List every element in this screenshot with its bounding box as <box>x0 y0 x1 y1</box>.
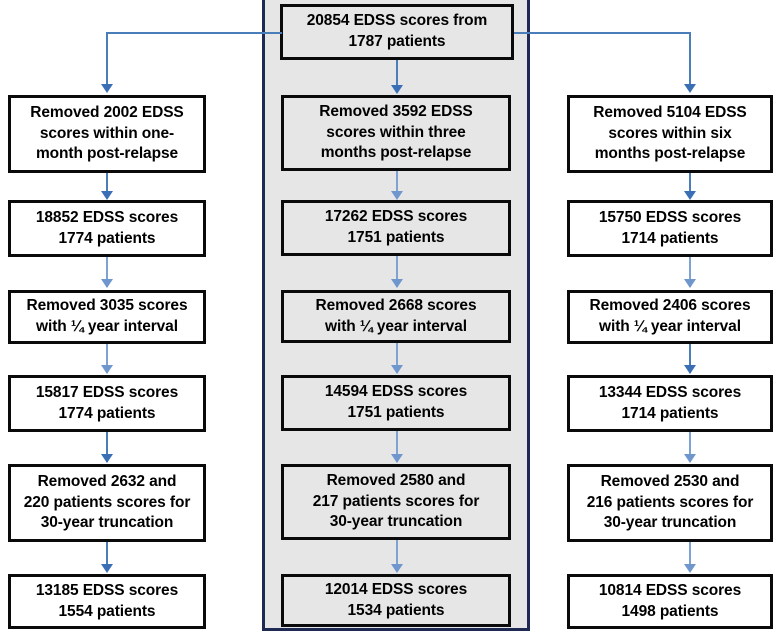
col0-step0-exclusion-node: Removed 2002 EDSS scores within one- mon… <box>8 95 206 173</box>
col2-step3-cohort-node: 13344 EDSS scores 1714 patients <box>567 375 773 432</box>
col0-step2-label: Removed 3035 scores with ¼ year interval <box>26 297 188 335</box>
col2-step0-exclusion-node: Removed 5104 EDSS scores within six mont… <box>567 95 773 173</box>
col1-step1-label: 17262 EDSS scores 1751 patients <box>324 208 468 246</box>
arrowhead-root-to-right <box>684 84 696 93</box>
col2-step4-label: Removed 2530 and 216 patients scores for… <box>586 473 754 532</box>
col2-step1-label: 15750 EDSS scores 1714 patients <box>598 208 742 247</box>
col1-arrowhead-3 <box>391 454 403 463</box>
col0-step5-label: 13185 EDSS scores 1554 patients <box>35 581 179 620</box>
col2-arrowhead-3 <box>684 454 696 463</box>
col2-connector-0 <box>689 173 691 198</box>
col0-arrowhead-2 <box>101 365 113 374</box>
connector-root-to-center-vertical <box>396 60 398 86</box>
col2-connector-4 <box>689 542 691 569</box>
col2-step0-label: Removed 5104 EDSS scores within six mont… <box>593 104 747 163</box>
col1-connector-0 <box>396 171 398 198</box>
col2-connector-2 <box>689 344 691 373</box>
connector-root-to-right-vertical <box>689 32 691 85</box>
col0-step5-cohort-node: 13185 EDSS scores 1554 patients <box>8 574 206 629</box>
col1-step0-exclusion-node: Removed 3592 EDSS scores within three mo… <box>281 95 511 171</box>
connector-root-to-left-vertical <box>106 32 108 85</box>
col0-connector-3 <box>106 432 108 462</box>
col2-step5-cohort-node: 10814 EDSS scores 1498 patients <box>567 574 773 629</box>
arrowhead-root-to-left <box>101 84 113 93</box>
col0-step4-label: Removed 2632 and 220 patients scores for… <box>23 473 191 532</box>
col2-step4-exclusion-node: Removed 2530 and 216 patients scores for… <box>567 464 773 542</box>
col1-connector-3 <box>396 431 398 462</box>
col0-arrowhead-1 <box>101 279 113 288</box>
col1-step3-cohort-node: 14594 EDSS scores 1751 patients <box>281 375 511 431</box>
col2-step5-label: 10814 EDSS scores 1498 patients <box>598 581 742 620</box>
col1-step0-label: Removed 3592 EDSS scores within three mo… <box>319 103 473 162</box>
col1-arrowhead-2 <box>391 365 403 374</box>
col2-step1-cohort-node: 15750 EDSS scores 1714 patients <box>567 200 773 257</box>
col0-step2-exclusion-node: Removed 3035 scores with ¼ year interval <box>8 290 206 344</box>
col0-step3-cohort-node: 15817 EDSS scores 1774 patients <box>8 375 206 432</box>
col1-connector-1 <box>396 256 398 287</box>
col1-step5-label: 12014 EDSS scores 1534 patients <box>324 580 468 619</box>
col0-step1-label: 18852 EDSS scores 1774 patients <box>35 208 179 247</box>
connector-root-to-left-horizontal <box>106 32 282 34</box>
col0-step1-cohort-node: 18852 EDSS scores 1774 patients <box>8 200 206 257</box>
connector-root-to-right-horizontal <box>514 32 691 34</box>
col0-arrowhead-4 <box>101 564 113 573</box>
col0-connector-4 <box>106 542 108 569</box>
col0-step3-label: 15817 EDSS scores 1774 patients <box>35 383 179 422</box>
col1-connector-4 <box>396 540 398 569</box>
col2-connector-1 <box>689 257 691 287</box>
col1-step4-exclusion-node: Removed 2580 and 217 patients scores for… <box>281 464 511 540</box>
col1-step2-label: Removed 2668 scores with ¼ year interval <box>315 296 477 335</box>
root-node-label: 20854 EDSS scores from 1787 patients <box>306 12 488 50</box>
col0-step4-exclusion-node: Removed 2632 and 220 patients scores for… <box>8 464 206 542</box>
col0-connector-0 <box>106 173 108 198</box>
col0-connector-1 <box>106 257 108 287</box>
col0-arrowhead-0 <box>101 191 113 200</box>
col1-arrowhead-1 <box>391 279 403 288</box>
col1-step4-label: Removed 2580 and 217 patients scores for… <box>312 472 480 531</box>
col2-step2-exclusion-node: Removed 2406 scores with ¼ year interval <box>567 290 773 344</box>
root-node: 20854 EDSS scores from 1787 patients <box>280 4 514 60</box>
col2-arrowhead-2 <box>684 365 696 374</box>
col2-arrowhead-1 <box>684 279 696 288</box>
col1-arrowhead-4 <box>391 564 403 573</box>
col1-step2-exclusion-node: Removed 2668 scores with ¼ year interval <box>281 290 511 343</box>
col2-arrowhead-4 <box>684 564 696 573</box>
col0-arrowhead-3 <box>101 454 113 463</box>
col1-arrowhead-0 <box>391 191 403 200</box>
col2-step3-label: 13344 EDSS scores 1714 patients <box>598 383 742 422</box>
col0-step0-label: Removed 2002 EDSS scores within one- mon… <box>30 104 184 163</box>
col2-step2-label: Removed 2406 scores with ¼ year interval <box>589 297 751 335</box>
col2-connector-3 <box>689 432 691 462</box>
col1-step1-cohort-node: 17262 EDSS scores 1751 patients <box>281 200 511 256</box>
col1-step3-label: 14594 EDSS scores 1751 patients <box>324 383 468 421</box>
col0-connector-2 <box>106 344 108 373</box>
col1-step5-cohort-node: 12014 EDSS scores 1534 patients <box>281 574 511 627</box>
col2-arrowhead-0 <box>684 191 696 200</box>
col1-connector-2 <box>396 343 398 373</box>
arrowhead-root-to-center <box>391 85 403 94</box>
